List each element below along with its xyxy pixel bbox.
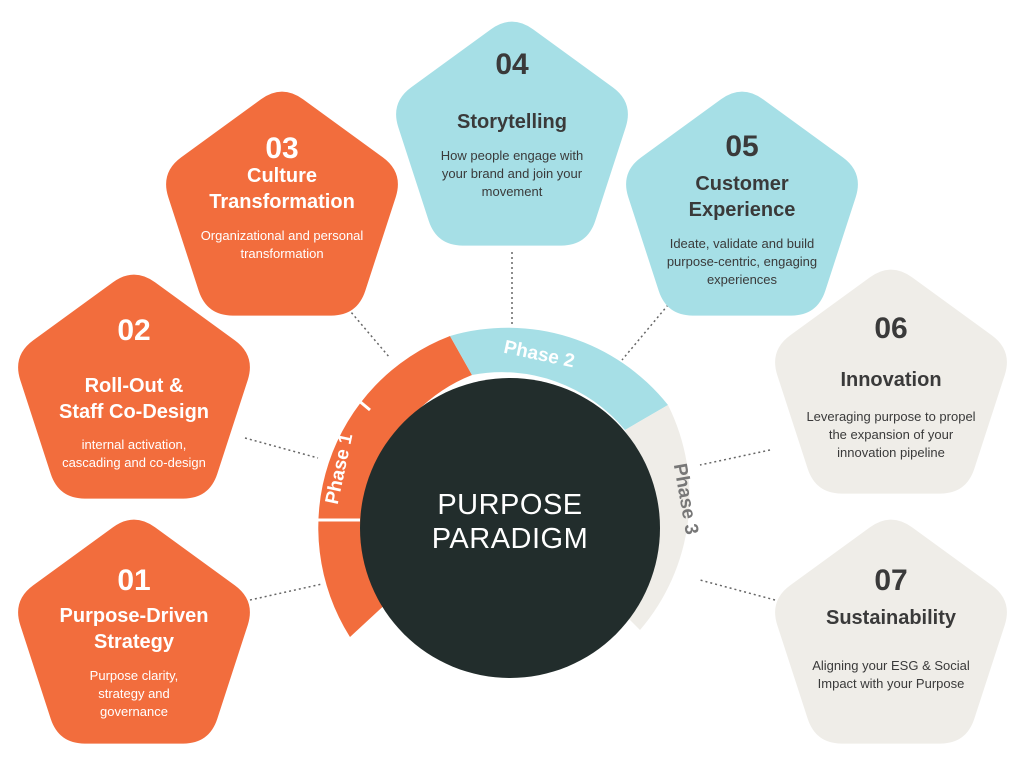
item-description: governance	[100, 704, 168, 719]
item-description: Organizational and personal	[201, 228, 364, 243]
item-description: Aligning your ESG & Social	[812, 658, 970, 673]
item-description: movement	[482, 184, 543, 199]
connector-05	[621, 304, 669, 361]
item-title: Purpose-Driven	[60, 605, 209, 627]
item-description: experiences	[707, 272, 778, 287]
item-description: cascading and co-design	[62, 455, 206, 470]
item-description: the expansion of your	[829, 427, 954, 442]
connectors	[244, 252, 776, 601]
center-title-line-2: PARADIGM	[432, 523, 589, 555]
item-number: 07	[874, 564, 907, 597]
pentagon-shape	[18, 274, 250, 499]
item-description: Impact with your Purpose	[818, 676, 965, 691]
item-description: Ideate, validate and build	[670, 236, 815, 251]
phase-1-divider	[316, 393, 371, 522]
item-description: your brand and join your	[442, 166, 583, 181]
item-description: Leveraging purpose to propel	[806, 409, 975, 424]
item-title: Customer	[695, 173, 789, 195]
connector-06	[699, 449, 771, 466]
item-description: Purpose clarity,	[90, 668, 179, 683]
item-description: innovation pipeline	[837, 445, 945, 460]
connector-07	[699, 579, 776, 601]
item-description: purpose-centric, engaging	[667, 254, 817, 269]
center-title-line-1: PURPOSE	[437, 489, 582, 521]
item-title: Storytelling	[457, 111, 567, 133]
item-title: Strategy	[94, 631, 175, 653]
pentagon-shape	[775, 519, 1007, 744]
connector-02	[244, 437, 319, 459]
connector-03	[344, 304, 391, 359]
item-number: 01	[117, 564, 150, 597]
item-title: Transformation	[209, 191, 355, 213]
pentagon-shape	[396, 21, 628, 246]
item-title: Staff Co-Design	[59, 401, 209, 423]
center-circle	[360, 378, 660, 678]
item-description: How people engage with	[441, 148, 583, 163]
phase-2-segment	[450, 327, 668, 430]
item-number: 02	[117, 314, 150, 347]
item-number: 05	[725, 130, 758, 163]
item-description: internal activation,	[82, 437, 187, 452]
connector-01	[249, 583, 323, 601]
item-description: strategy and	[98, 686, 170, 701]
item-title: Roll-Out &	[85, 375, 184, 397]
item-title: Sustainability	[826, 607, 957, 629]
item-title: Innovation	[840, 369, 941, 391]
item-number: 03	[265, 132, 298, 165]
phase-1-segment	[318, 336, 472, 637]
item-description: transformation	[240, 246, 323, 261]
item-title: Experience	[689, 199, 796, 221]
pentagon-shape	[166, 91, 398, 316]
pentagon-shape	[775, 269, 1007, 494]
item-number: 06	[874, 312, 907, 345]
pentagon-shape	[626, 91, 858, 316]
pentagon-shape	[18, 519, 250, 744]
item-title: Culture	[247, 165, 317, 187]
item-number: 04	[495, 48, 529, 81]
